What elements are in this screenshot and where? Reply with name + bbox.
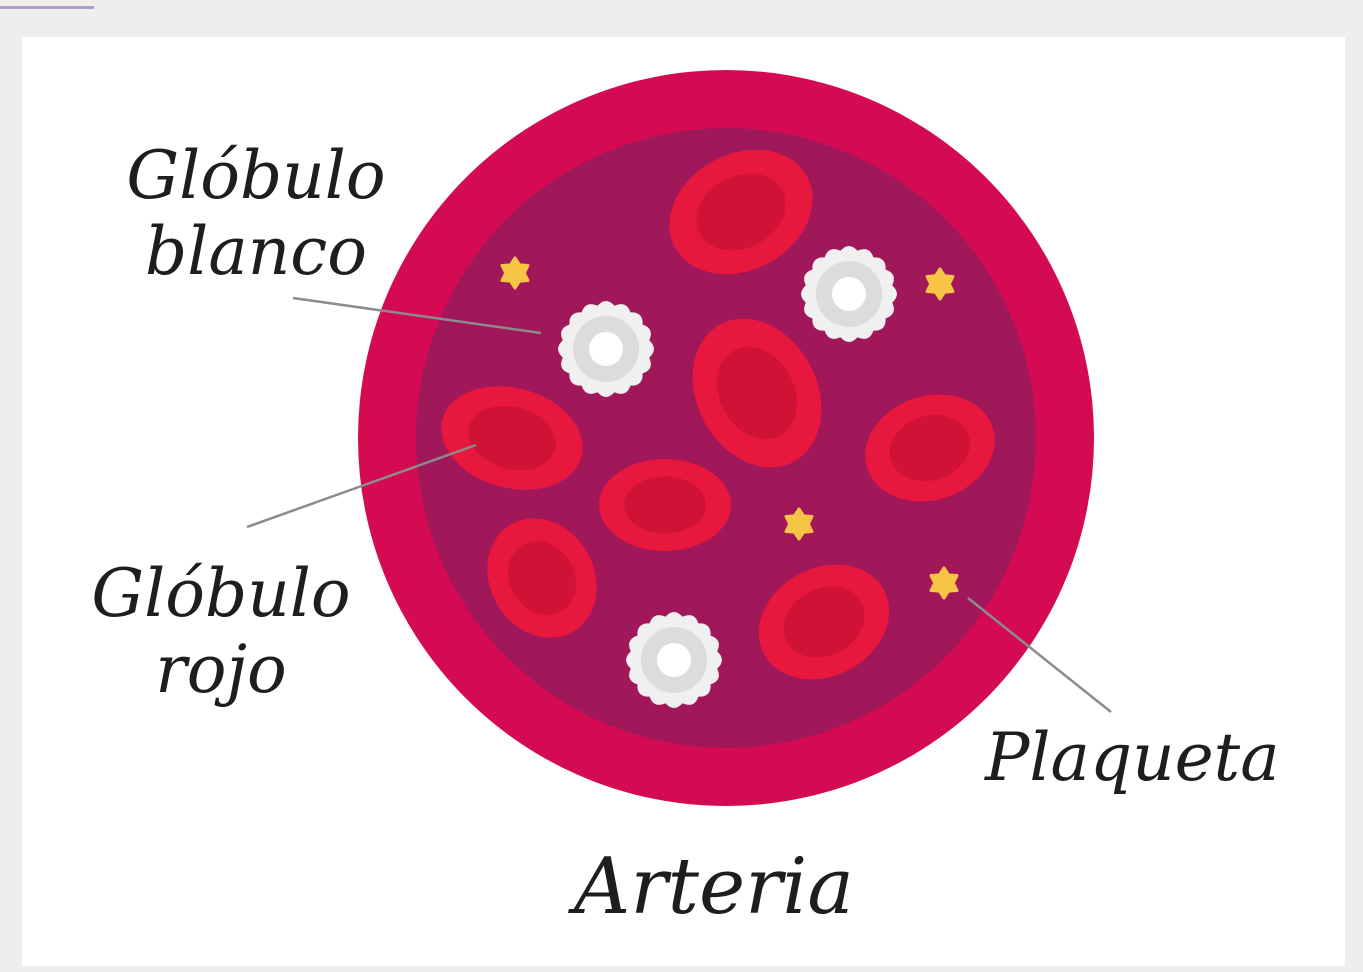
red-blood-cell-label-line2: rojo xyxy=(82,632,360,708)
red-blood-cell-label-line1: Glóbulo xyxy=(82,556,360,632)
white-blood-cell-label-line2: blanco xyxy=(118,214,394,290)
red-blood-cell-label: Glóbulo rojo xyxy=(82,556,360,708)
white-blood-cell-icon xyxy=(558,301,654,397)
artery-label: Arteria xyxy=(574,848,854,926)
white-blood-cell-label: Glóbulo blanco xyxy=(118,138,394,290)
white-blood-cell-icon xyxy=(801,246,897,342)
red-blood-cell-icon xyxy=(599,459,731,551)
white-blood-cell-icon xyxy=(626,612,722,708)
platelet-label: Plaqueta xyxy=(985,725,1280,791)
white-blood-cell-label-line1: Glóbulo xyxy=(118,138,394,214)
